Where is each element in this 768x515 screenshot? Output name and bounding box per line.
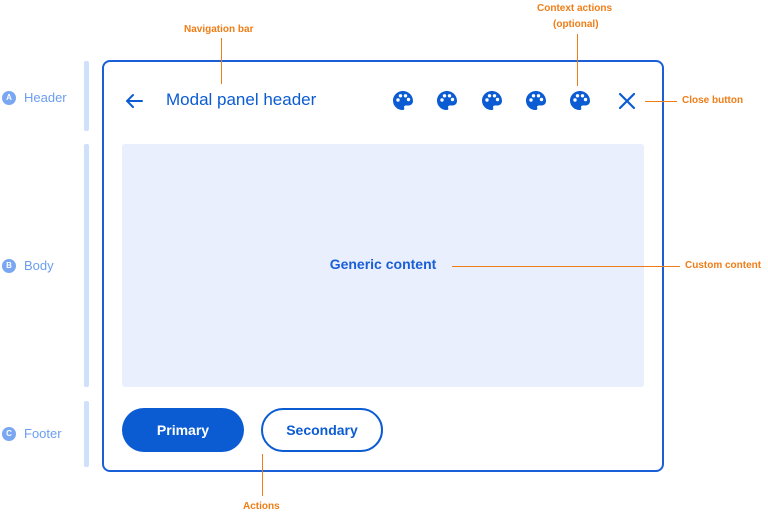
legend-label-body: Body xyxy=(24,258,54,273)
header-section-bar xyxy=(84,61,89,131)
palette-icon[interactable] xyxy=(568,89,592,113)
legend-body: B Body xyxy=(2,258,54,273)
palette-icon[interactable] xyxy=(480,89,504,113)
body-content-text: Generic content xyxy=(329,256,437,272)
annotation-line-close-button xyxy=(645,101,677,102)
annotation-custom-content: Custom content xyxy=(685,260,762,271)
annotation-line-context-actions xyxy=(577,34,578,86)
modal-body: Generic content xyxy=(122,144,644,387)
legend-header: A Header xyxy=(2,90,67,105)
body-section-bar xyxy=(84,144,89,387)
annotation-line-custom-content xyxy=(452,266,680,267)
legend-badge-b: B xyxy=(2,258,16,273)
footer-section-bar xyxy=(84,401,89,467)
annotation-navigation-bar: Navigation bar xyxy=(184,24,254,35)
annotation-context-actions-note: (optional) xyxy=(553,19,599,30)
secondary-button[interactable]: Secondary xyxy=(261,408,383,452)
palette-icon[interactable] xyxy=(435,89,459,113)
legend-badge-a: A xyxy=(2,90,16,105)
close-icon[interactable] xyxy=(616,90,638,112)
legend-footer: C Footer xyxy=(2,426,62,441)
annotation-line-actions xyxy=(262,454,263,496)
annotation-context-actions: Context actions xyxy=(537,3,613,14)
modal-title: Modal panel header xyxy=(166,90,317,109)
primary-button[interactable]: Primary xyxy=(122,408,244,452)
legend-label-footer: Footer xyxy=(24,426,62,441)
annotation-actions: Actions xyxy=(243,501,280,512)
legend-label-header: Header xyxy=(24,90,67,105)
palette-icon[interactable] xyxy=(524,89,548,113)
legend-badge-c: C xyxy=(2,426,16,441)
annotation-close-button: Close button xyxy=(682,95,744,106)
arrow-left-icon[interactable] xyxy=(122,89,146,113)
palette-icon[interactable] xyxy=(391,89,415,113)
annotation-line-navigation-bar xyxy=(221,38,222,84)
